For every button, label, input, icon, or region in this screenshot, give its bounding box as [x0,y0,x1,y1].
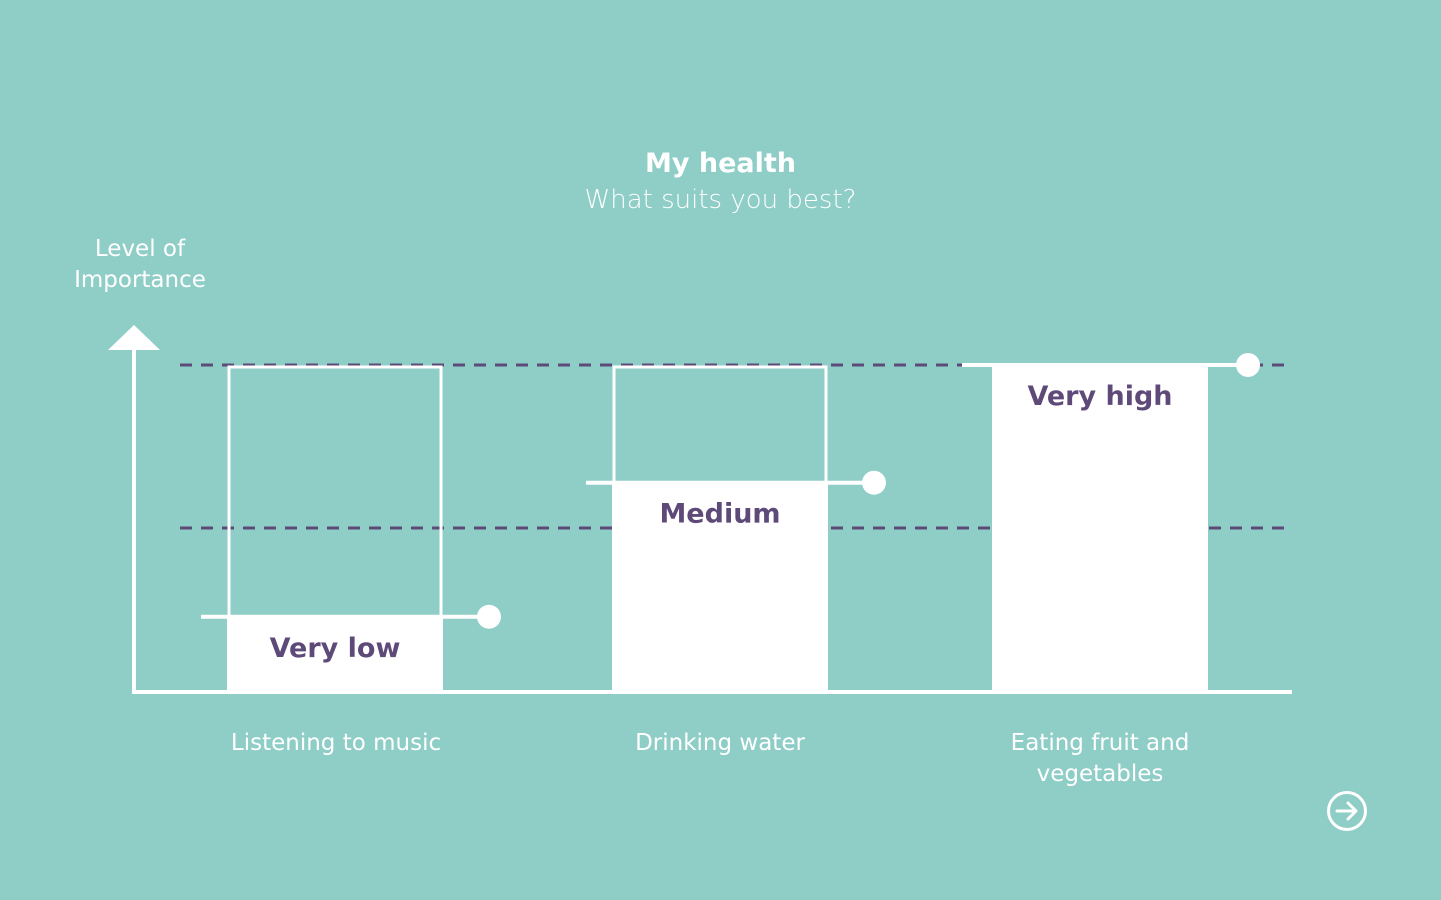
bar-value-label-2: Very high [1027,381,1172,412]
header: My health What suits you best? [0,146,1441,218]
slider-knob-2[interactable] [1236,353,1260,377]
category-label-1: Drinking water [635,730,805,756]
arrow-right-circle-icon [1327,791,1367,831]
slider-knob-1[interactable] [862,470,886,495]
bars-group: Very low Medium Very high [201,353,1260,694]
category-label-0: Listening to music [230,730,442,756]
bar-1 [612,482,828,694]
slider-knob-0[interactable] [477,604,501,629]
y-axis-arrow-icon [108,325,160,350]
bar-0 [227,616,443,694]
bar-value-label-1: Medium [659,499,780,530]
category-label-2: Eating fruit and vegetables [1010,730,1190,787]
page-title: My health [644,148,796,179]
y-axis-label-line-1: Level of [94,236,186,262]
y-axis-label: Level of Importance [40,234,240,296]
y-axis-label-line-2: Importance [74,267,206,293]
next-button[interactable] [1326,790,1368,832]
bar-value-label-0: Very low [270,633,401,664]
bar-2 [992,365,1208,694]
page-subtitle: What suits you best? [584,185,857,215]
